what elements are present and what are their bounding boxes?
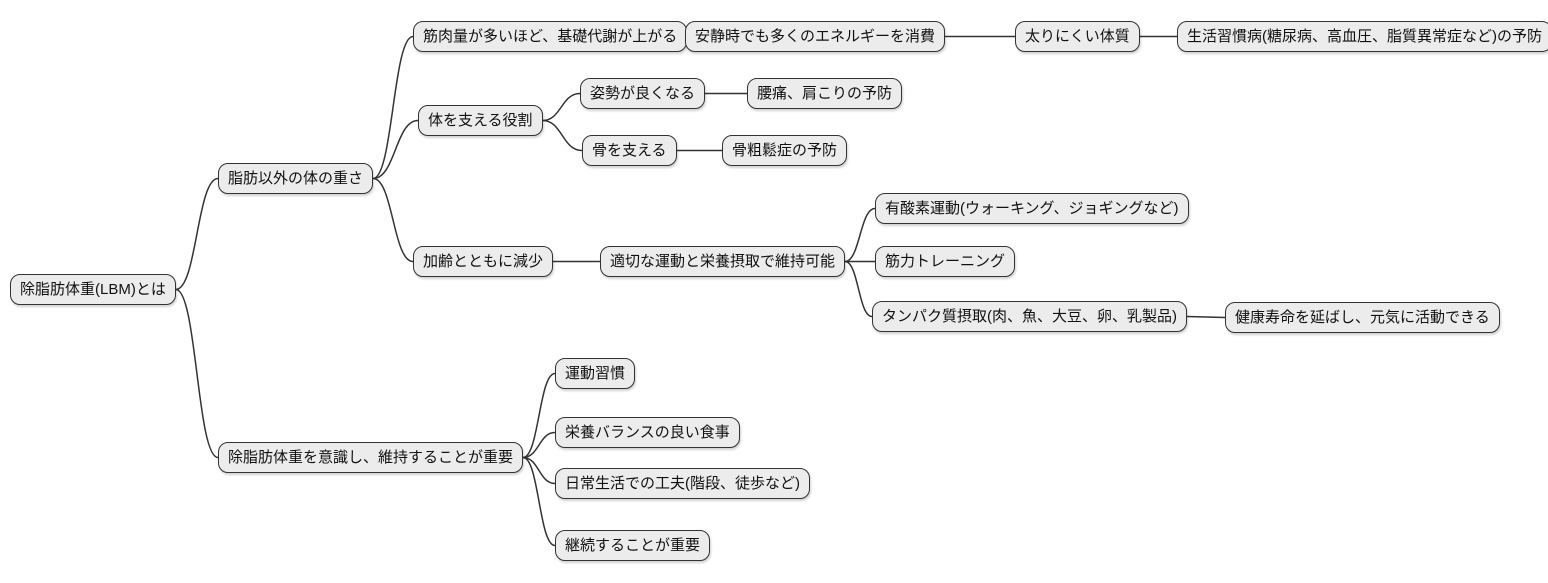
edge-a2-a2b: [541, 119, 583, 152]
node-back-pain-shoulder-prevention: 腰痛、肩こりの予防: [747, 78, 903, 109]
edge-b-b3: [522, 456, 556, 485]
node-protein-intake: タンパク質摂取(肉、魚、大豆、卵、乳製品): [872, 301, 1187, 332]
node-muscle-raises-metabolism: 筋肉量が多いほど、基礎代謝が上がる: [413, 21, 688, 52]
edge-a3xc-a3xc1: [1186, 315, 1226, 319]
node-maintaining-lbm-important: 除脂肪体重を意識し、維持することが重要: [218, 442, 524, 473]
node-balanced-diet: 栄養バランスの良い食事: [555, 417, 740, 448]
node-lifestyle-disease-prevention: 生活習慣病(糖尿病、高血圧、脂質異常症など)の予防: [1177, 21, 1548, 52]
edge-a2-a2a: [541, 92, 581, 122]
edge-b-b1: [522, 372, 556, 459]
edge-a3x-a3xc: [844, 260, 873, 318]
node-aerobic-exercise: 有酸素運動(ウォーキング、ジョギングなど): [875, 193, 1189, 224]
node-resting-energy-consumption: 安静時でも多くのエネルギーを消費: [685, 21, 946, 52]
edge-a-a2: [372, 119, 419, 180]
edge-root-b: [175, 288, 219, 459]
edge-a3x-a3xa: [844, 207, 876, 263]
node-daily-life-ideas: 日常生活での工夫(階段、徒歩など): [555, 468, 810, 499]
edge-a-a3: [372, 177, 414, 263]
node-hard-to-gain-weight: 太りにくい体質: [1015, 21, 1140, 52]
node-continuity-important: 継続することが重要: [555, 530, 711, 561]
node-body-support-role: 体を支える役割: [418, 105, 543, 136]
edge-a-a1: [372, 35, 414, 180]
node-maintainable-with-exercise-nutrition: 適切な運動と栄養摂取で維持可能: [600, 246, 846, 277]
node-healthy-longevity: 健康寿命を延ばし、元気に活動できる: [1225, 302, 1500, 333]
node-weight-excluding-fat: 脂肪以外の体の重さ: [218, 163, 374, 194]
node-decreases-with-age: 加齢とともに減少: [413, 246, 554, 277]
node-better-posture: 姿勢が良くなる: [580, 78, 706, 109]
node-strength-training: 筋力トレーニング: [875, 246, 1016, 277]
node-exercise-habit: 運動習慣: [555, 358, 636, 389]
edge-b-b2: [522, 431, 556, 459]
edge-root-a: [175, 177, 219, 291]
node-osteoporosis-prevention: 骨粗鬆症の予防: [722, 135, 848, 166]
node-supports-bones: 骨を支える: [582, 135, 677, 166]
node-lbm-definition: 除脂肪体重(LBM)とは: [10, 274, 176, 305]
edge-b-b4: [522, 456, 556, 547]
